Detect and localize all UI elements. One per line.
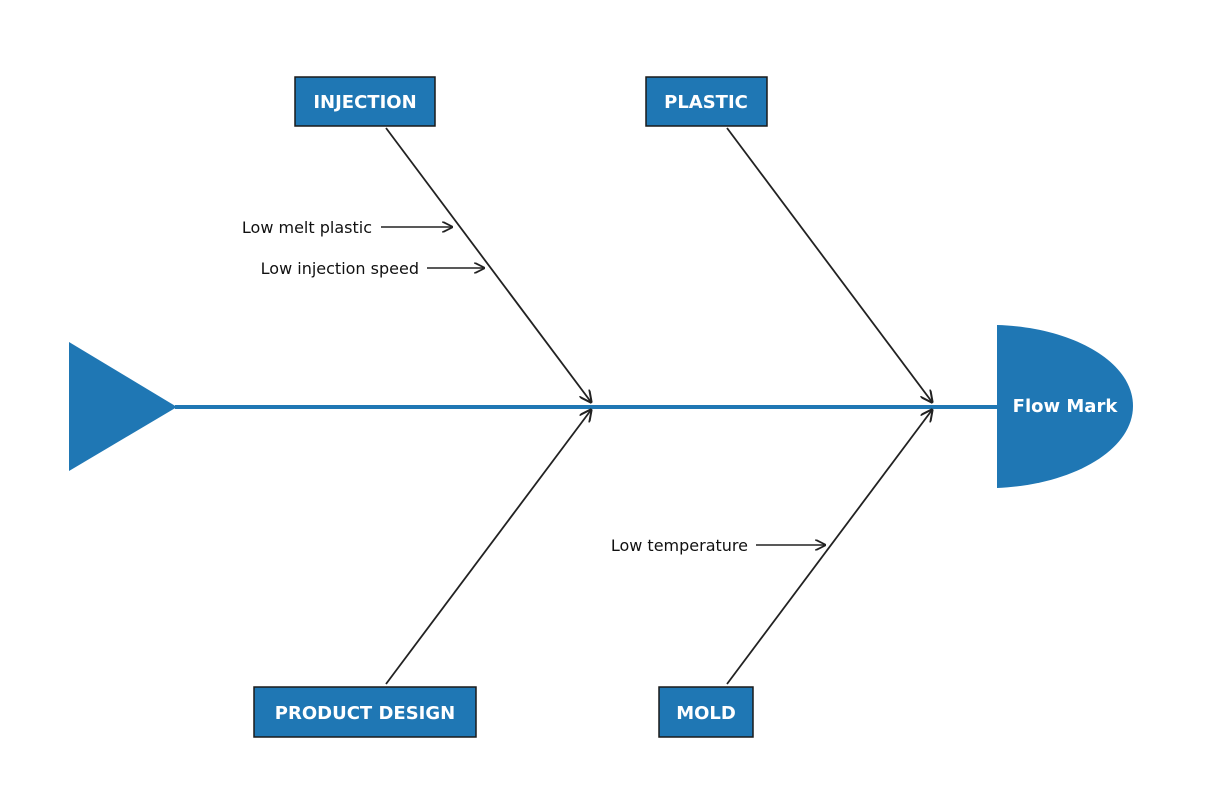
- effect-label: Flow Mark: [1013, 396, 1119, 417]
- bone-injection: [385, 127, 591, 402]
- cause-label: Low injection speed: [261, 259, 419, 278]
- fish-tail: [69, 342, 177, 471]
- category-box: [658, 686, 754, 738]
- category-injection: INJECTION: [294, 76, 436, 127]
- cause-low-injection-speed: Low injection speed: [261, 259, 484, 278]
- bone-mold: [726, 410, 932, 685]
- category-label: MOLD: [676, 703, 736, 724]
- bone-product-design: [385, 410, 591, 685]
- cause-low-melt-plastic: Low melt plastic: [242, 218, 452, 237]
- category-box: [645, 76, 768, 127]
- cause-low-temperature: Low temperature: [611, 536, 825, 555]
- category-plastic: PLASTIC: [645, 76, 768, 127]
- category-label: PLASTIC: [664, 92, 748, 113]
- bone-plastic: [726, 127, 932, 402]
- category-product-design: PRODUCT DESIGN: [253, 686, 477, 738]
- cause-label: Low melt plastic: [242, 218, 372, 237]
- category-box: [294, 76, 436, 127]
- category-box: [253, 686, 477, 738]
- category-label: PRODUCT DESIGN: [275, 703, 455, 724]
- category-mold: MOLD: [658, 686, 754, 738]
- cause-label: Low temperature: [611, 536, 748, 555]
- category-label: INJECTION: [313, 92, 416, 113]
- fish-head: [997, 325, 1133, 488]
